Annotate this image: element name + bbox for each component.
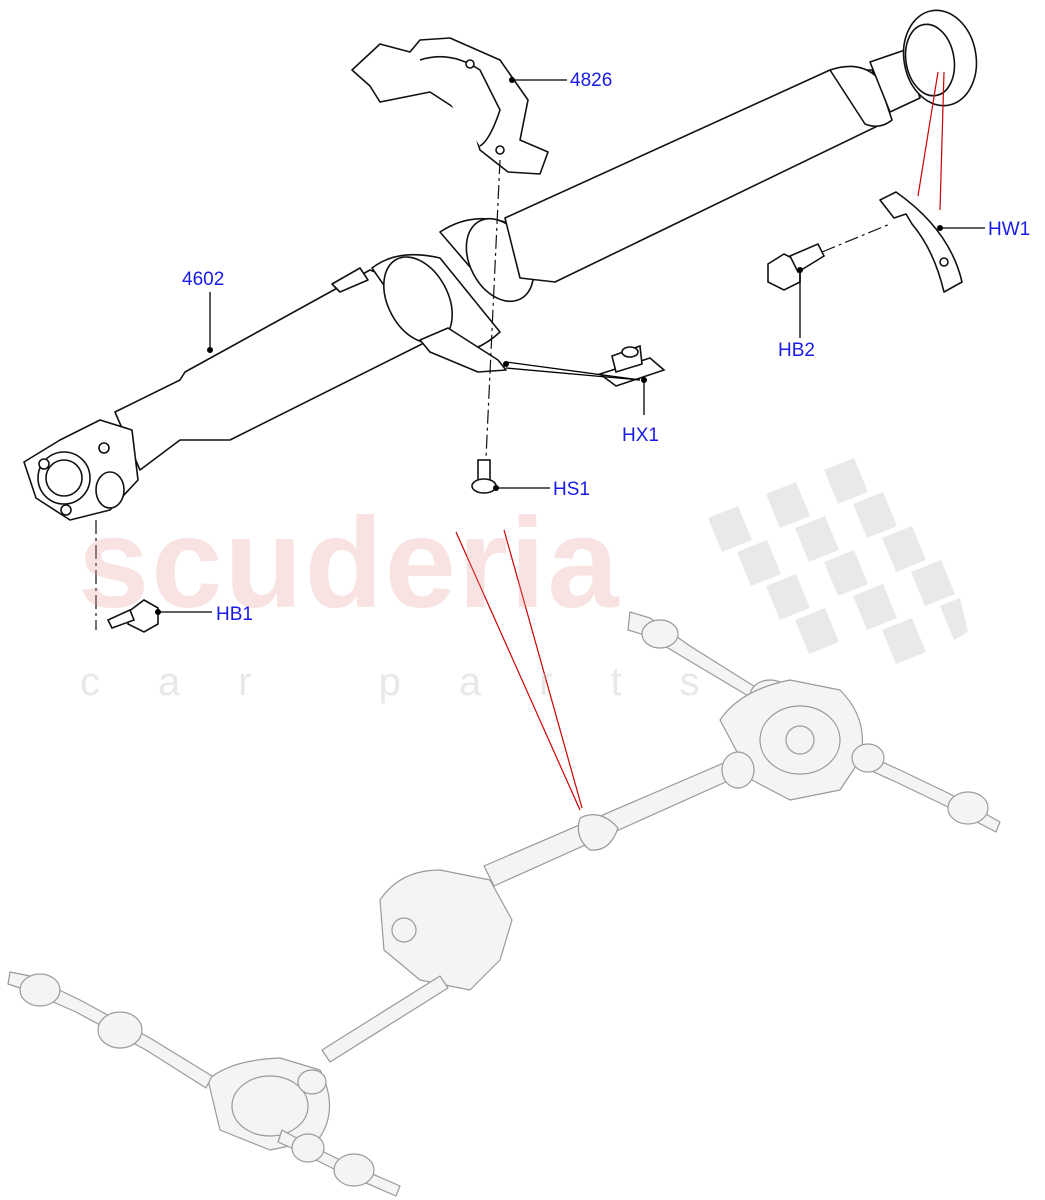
washer-plate-hw1[interactable] bbox=[879, 191, 963, 293]
callout-hb2[interactable]: HB2 bbox=[778, 340, 815, 361]
callout-4826[interactable]: 4826 bbox=[570, 70, 613, 91]
callout-4602[interactable]: 4602 bbox=[182, 269, 225, 290]
callout-hx1[interactable]: HX1 bbox=[622, 425, 659, 446]
bearing-bracket-4826[interactable] bbox=[351, 37, 549, 175]
leader-lines bbox=[158, 79, 985, 613]
callout-hw1[interactable]: HW1 bbox=[988, 219, 1031, 240]
reference-lines bbox=[455, 71, 945, 811]
alignment-lines bbox=[95, 159, 891, 630]
screw-hs1[interactable] bbox=[471, 459, 497, 494]
bolt-hb2[interactable] bbox=[767, 242, 826, 291]
checkered-flag-watermark bbox=[708, 458, 968, 664]
bolt-hb1[interactable] bbox=[106, 599, 159, 633]
leader-dots bbox=[155, 77, 943, 615]
propshaft-assembly[interactable] bbox=[23, 4, 984, 521]
nut-clip-hx1[interactable] bbox=[598, 344, 666, 387]
callout-hs1[interactable]: HS1 bbox=[553, 479, 590, 500]
callout-hb1[interactable]: HB1 bbox=[216, 604, 253, 625]
watermark-tagline: car parts bbox=[80, 660, 758, 704]
drivetrain-context bbox=[7, 611, 1001, 1197]
watermark-brand: scuderia bbox=[78, 492, 621, 635]
